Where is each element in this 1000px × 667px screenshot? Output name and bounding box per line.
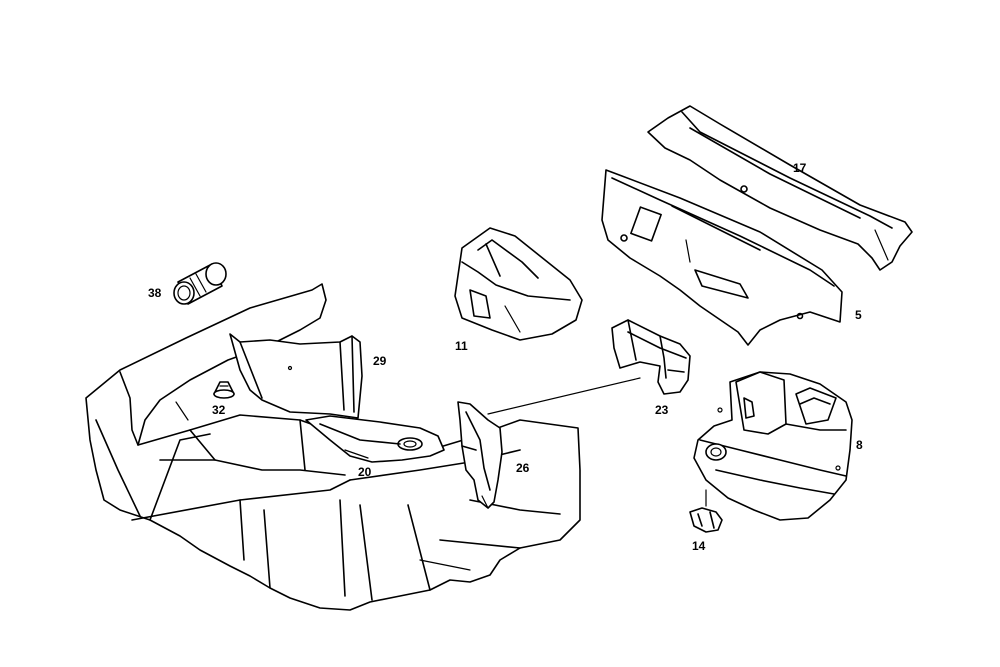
callout-8: 8 [856, 438, 863, 452]
part-38-grommet [173, 262, 227, 305]
part-5-firewall [601, 169, 843, 346]
part-26-side-bracket [457, 401, 503, 509]
part-29-inner-panel [229, 333, 363, 419]
callout-5: 5 [855, 308, 862, 322]
callout-14: 14 [692, 539, 706, 553]
callout-20: 20 [358, 465, 372, 479]
part-14-clip [689, 507, 723, 533]
callout-17: 17 [793, 161, 807, 175]
part-23-bracket [611, 319, 691, 395]
part-20-bracket [305, 415, 445, 463]
callout-23: 23 [655, 403, 669, 417]
leader-line [487, 377, 641, 415]
part-17-cowl-panel [647, 105, 913, 271]
callout-11: 11 [455, 339, 468, 353]
part-32-plug [213, 381, 235, 399]
part-8-housing [693, 371, 853, 521]
callout-32: 32 [212, 403, 226, 417]
part-11-strut-tower [454, 227, 583, 341]
front-frame-structure [85, 283, 581, 611]
callout-38: 38 [148, 286, 162, 300]
callout-26: 26 [516, 461, 530, 475]
callout-29: 29 [373, 354, 387, 368]
